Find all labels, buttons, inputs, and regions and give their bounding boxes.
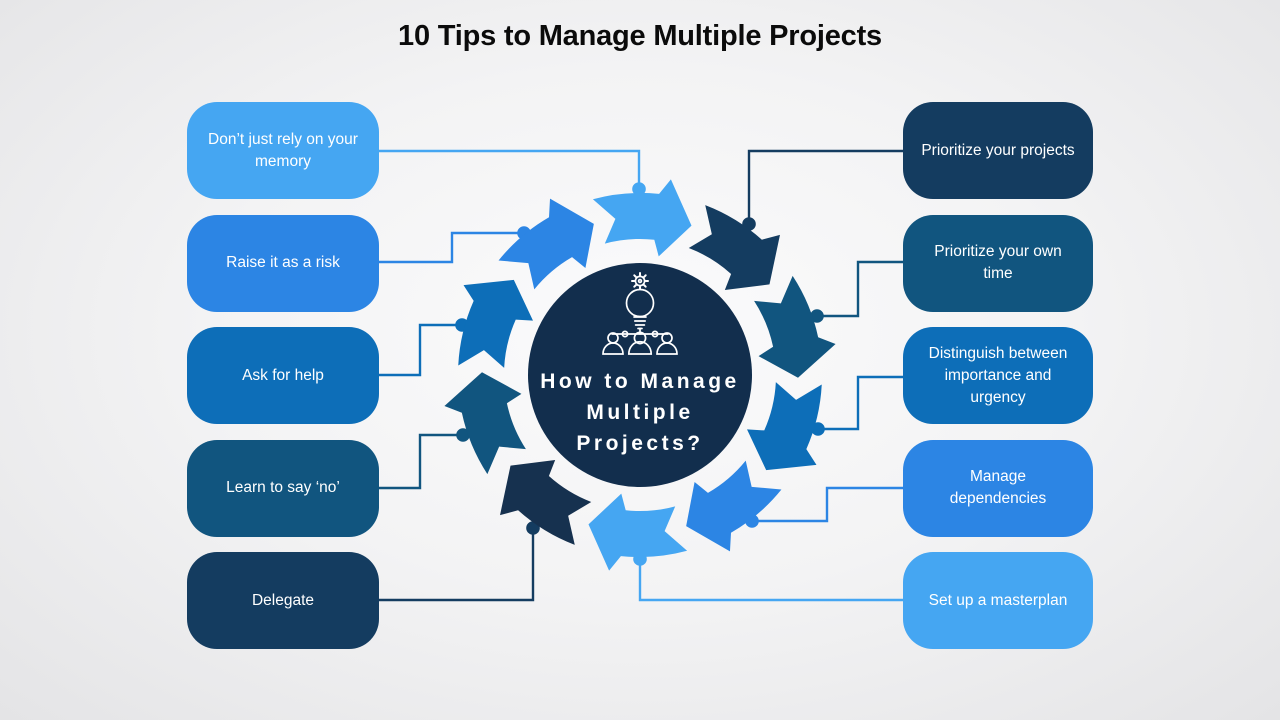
left-tips-column: Don’t just rely on your memory Raise it … (187, 102, 379, 649)
connector-dot (456, 428, 470, 442)
connector-line (752, 486, 903, 523)
tip-box-left-3: Ask for help (187, 327, 379, 424)
connector-line (638, 559, 903, 602)
tip-box-right-1: Prioritize your projects (903, 102, 1093, 199)
connector-line (379, 231, 524, 264)
center-circle (528, 263, 752, 487)
tip-box-left-5: Delegate (187, 552, 379, 649)
tip-label: Prioritize your projects (921, 141, 1075, 159)
tip-box-left-4: Learn to say ‘no’ (187, 439, 379, 537)
tip-label: Distinguish between importance and urgen… (928, 344, 1068, 406)
tip-label: Manage dependencies (949, 468, 1047, 507)
connector-dot (632, 182, 646, 196)
tip-label: Set up a masterplan (928, 591, 1068, 609)
tip-label: Don’t just rely on your memory (208, 130, 358, 170)
gear-tooth (633, 274, 637, 278)
connector-dot (810, 309, 824, 323)
connector-line (379, 323, 462, 377)
page-title: 10 Tips to Manage Multiple Projects (398, 20, 882, 52)
person-figure (627, 331, 653, 355)
tip-label: Delegate (251, 591, 315, 609)
right-tips-column: Prioritize your projects Prioritize your… (903, 102, 1093, 649)
tip-label: Raise it as a risk (226, 254, 340, 271)
connector-line (747, 149, 903, 224)
tip-label: Learn to say ‘no’ (226, 479, 340, 496)
tip-box-right-3: Distinguish between importance and urgen… (903, 327, 1093, 424)
connector-line (379, 149, 641, 189)
person-figure (602, 332, 624, 355)
gear-tooth (643, 284, 647, 288)
tip-box-right-5: Set up a masterplan (903, 552, 1093, 649)
tip-box-right-4: Manage dependencies (903, 439, 1093, 537)
connector-line (817, 260, 903, 318)
connector-layer (379, 149, 903, 602)
idea-team-icon (602, 272, 678, 355)
tip-box-left-1: Don’t just rely on your memory (187, 102, 379, 199)
tip-label: Prioritize your own time (934, 243, 1062, 282)
connector-line (379, 433, 463, 490)
gear-tooth (643, 274, 647, 278)
tip-box-right-2: Prioritize your own time (903, 214, 1093, 312)
gear-tooth (633, 284, 637, 288)
connector-line (818, 375, 903, 431)
person-figure (656, 332, 678, 355)
tip-label: Ask for help (242, 366, 324, 384)
connector-line (379, 528, 535, 602)
tip-box-left-2: Raise it as a risk (187, 214, 379, 312)
